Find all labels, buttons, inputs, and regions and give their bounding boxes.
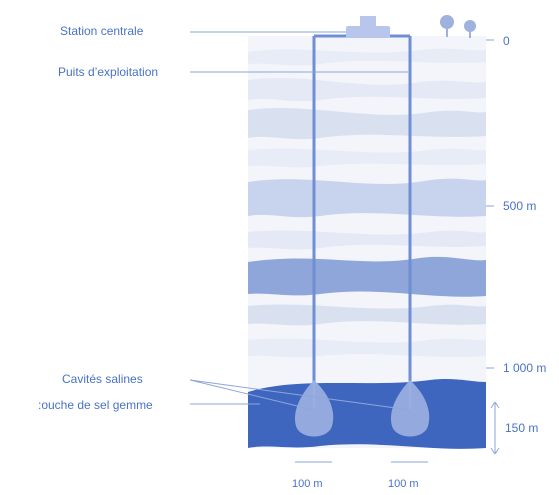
salt-layer (248, 379, 486, 449)
depth-0: 0 (503, 34, 510, 48)
label-salt-layer: :ouche de sel gemme (38, 398, 153, 412)
cavity-height-label: 150 m (505, 421, 539, 435)
stratum-band (248, 230, 486, 250)
width-right-label: 100 m (388, 478, 419, 490)
stratum-band (248, 178, 486, 218)
stratum-band (248, 78, 486, 102)
width-left-label: 100 m (292, 478, 323, 490)
station-top (360, 16, 376, 26)
stratum-band (248, 148, 486, 168)
stratum-band (248, 338, 486, 358)
depth-500: 500 m (503, 199, 537, 213)
tree-icon (464, 20, 476, 38)
station-icon (346, 26, 390, 38)
label-well: Puits d’exploitation (58, 65, 159, 79)
stratum-band (248, 304, 486, 326)
cavity-height-arrows (490, 401, 500, 455)
salt-cavity-left (294, 380, 334, 437)
stratum-band (248, 108, 486, 140)
leader-cavities (189, 379, 411, 411)
depth-1000: 1 000 m (503, 361, 547, 375)
stratum-band (248, 256, 486, 297)
depth-ticks (486, 39, 494, 369)
tree-icon (440, 15, 454, 37)
salt-cavity-right (390, 380, 430, 437)
stratum-band (248, 48, 486, 66)
label-cavities: Cavités salines (62, 372, 143, 386)
label-station: Station centrale (60, 24, 144, 38)
